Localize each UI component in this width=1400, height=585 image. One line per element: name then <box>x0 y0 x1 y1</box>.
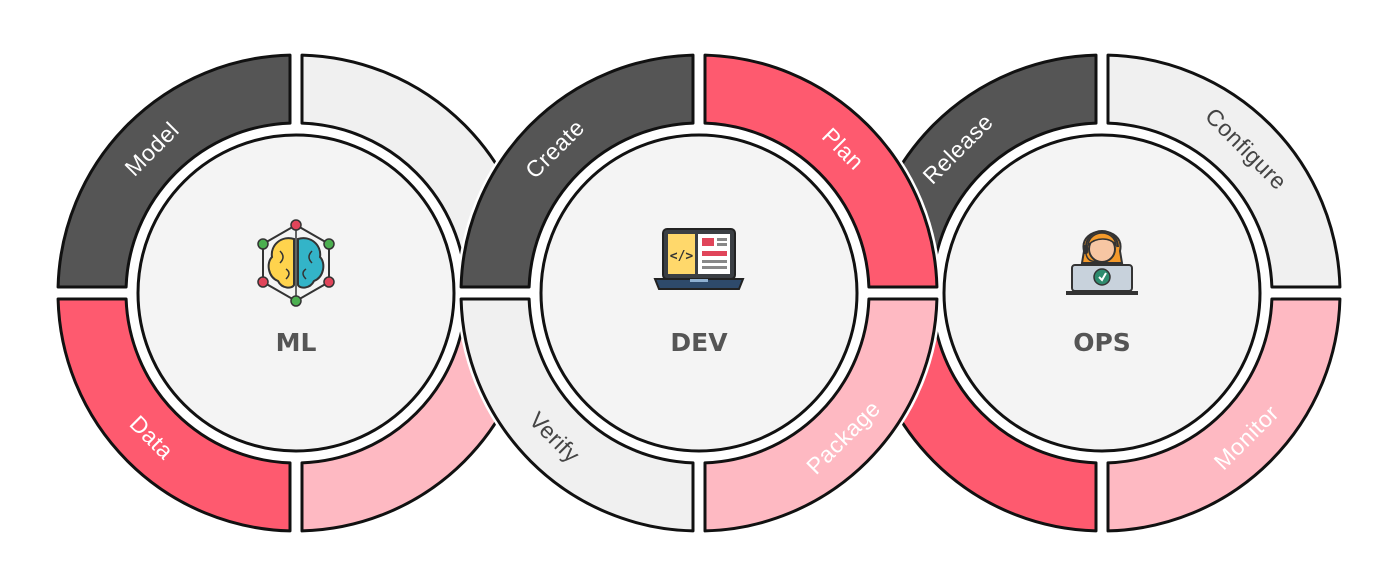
ring-segment-bottom-left <box>56 297 292 533</box>
hub-label-dev: DEV <box>670 328 728 357</box>
laptop-code-icon <box>654 228 744 290</box>
ring-segment-bottom-right <box>703 297 939 533</box>
hub-label-ops: OPS <box>1073 328 1131 357</box>
ring-segment-top-right <box>1106 53 1342 289</box>
ring-segment-bottom-left <box>459 297 695 533</box>
hub-label-ml: ML <box>276 328 317 357</box>
ring-segment-top-left <box>459 53 695 289</box>
hub-circle <box>539 133 859 453</box>
ring-segment-top-left <box>56 53 292 289</box>
ring-segment-bottom-right <box>1106 297 1342 533</box>
ring-segment-top-right <box>703 53 939 289</box>
